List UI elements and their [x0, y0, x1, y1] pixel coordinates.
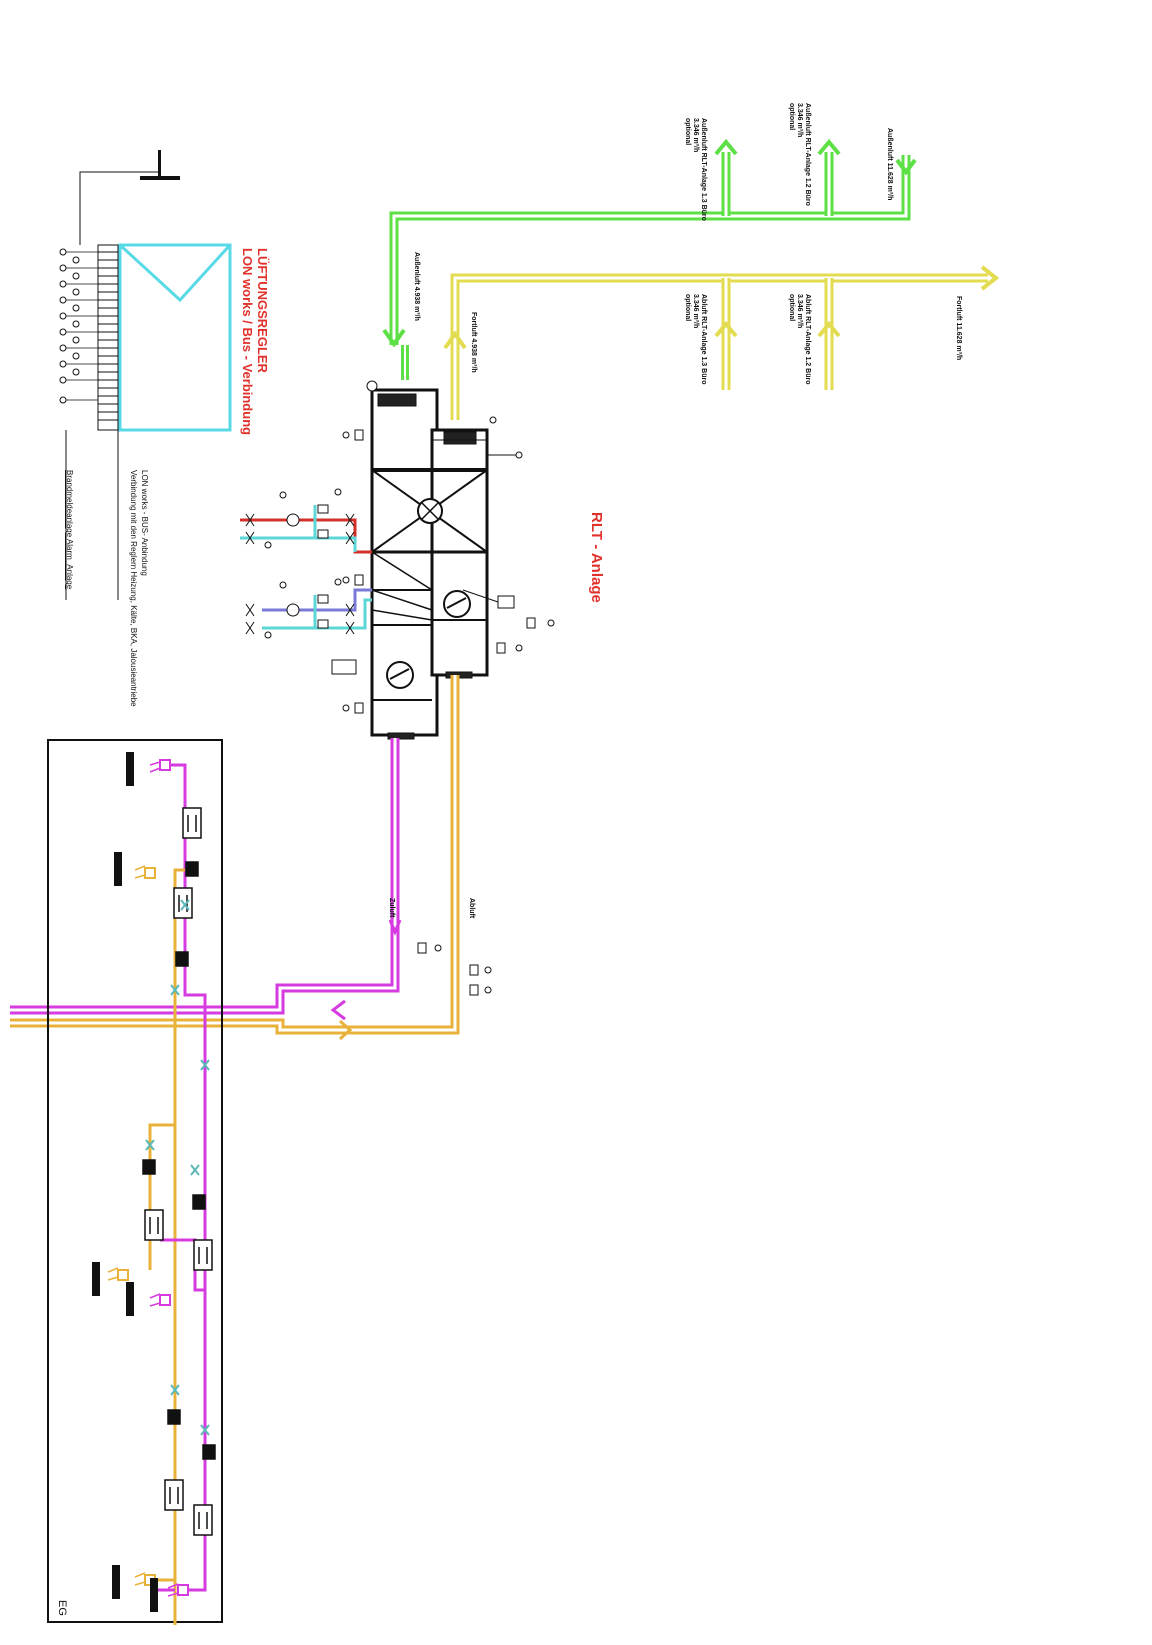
aussenluft-13-line2: 3.346 m³/h: [692, 118, 699, 153]
abluft-13-label: Abluft RLT-Anlage 1.3 Büro 3.346 m³/h op…: [683, 294, 707, 384]
abluft-12-line2: 3.346 m³/h: [796, 294, 803, 329]
aussenluft-12-label: Außenluft RLT-Anlage 1.2 Büro 3.346 m³/h…: [787, 103, 811, 206]
aussenluft-12-line2: 3.346 m³/h: [796, 103, 803, 138]
aussenluft-13-line3: optional: [684, 118, 691, 146]
abluft-12-label: Abluft RLT-Anlage 1.2 Büro 3.346 m³/h op…: [787, 294, 811, 384]
floor-label: EG: [56, 1600, 68, 1616]
abluft-13-line2: 3.346 m³/h: [692, 294, 699, 329]
fortluft-duct: [443, 265, 1000, 420]
abluft-12-line1: Abluft RLT-Anlage 1.2 Büro: [804, 294, 811, 385]
aussenluft-13-label: Außenluft RLT-Anlage 1.3 Büro 3.346 m³/h…: [683, 118, 707, 221]
aussenluft-total-label: Außenluft 11.628 m³/h: [886, 128, 893, 201]
zuluft-riser: [10, 738, 402, 1021]
aussenluft-13-line1: Außenluft RLT-Anlage 1.3 Büro: [700, 118, 707, 221]
fortluft-total-label: Fortluft 11.628 m³/h: [955, 296, 962, 361]
aussenluft-12-line3: optional: [788, 103, 795, 131]
abluft-13-line1: Abluft RLT-Anlage 1.3 Büro: [700, 294, 707, 385]
floor-fire-dampers: [145, 899, 210, 1436]
controller-title: LÜFTUNGSREGLER LON works / Bus - Verbind…: [240, 248, 270, 435]
riser-sensors: [417, 942, 492, 996]
controller-cabinet: [59, 150, 232, 600]
aussenluft-duct: [382, 138, 917, 380]
room-diffusers: [92, 752, 189, 1612]
controller-title-line2: LON works / Bus - Verbindung: [240, 248, 255, 436]
abluft-label: Abluft: [468, 898, 475, 919]
fire-alarm-label: Brandmeldeanlage Alarm_Anlage: [65, 470, 74, 590]
controller-title-line1: LÜFTUNGSREGLER: [255, 248, 270, 373]
bus-note-line1: LON works - BUS- Anbindung: [140, 470, 149, 576]
hydraulic-valves: [245, 488, 355, 639]
aussenluft-main-label: Außenluft 4.938 m³/h: [413, 252, 420, 321]
ahu-unit: [370, 388, 489, 740]
fortluft-main-label: Fortluft 4.938 m³/h: [470, 312, 477, 373]
aussenluft-12-line1: Außenluft RLT-Anlage 1.2 Büro: [804, 103, 811, 206]
abluft-12-line3: optional: [788, 294, 795, 322]
bus-note-line2: Verbindung mit den Reglern Heizung, Kält…: [129, 470, 138, 707]
heating-coil-piping: [240, 505, 372, 630]
floor-eg-frame: [47, 739, 223, 1623]
ahu-sensors: [331, 380, 555, 714]
rlt-title: RLT - Anlage: [588, 512, 605, 603]
abluft-13-line3: optional: [684, 294, 691, 322]
bus-note: LON works - BUS- Anbindung Verbindung mi…: [128, 470, 150, 707]
abluft-riser: [10, 675, 460, 1041]
zuluft-label: Zuluft: [388, 898, 395, 918]
